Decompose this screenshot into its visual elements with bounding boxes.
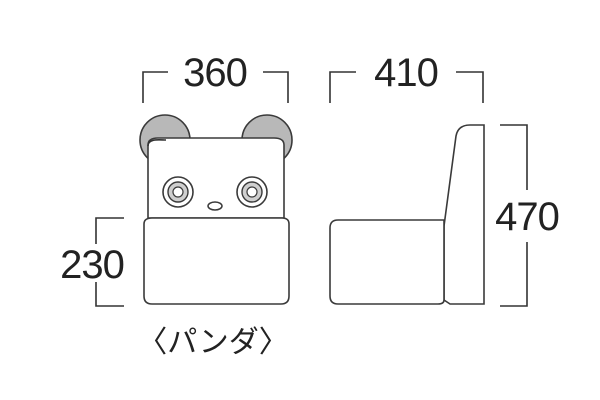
front-seat-height-label: 230 [60,243,124,287]
seat-height-bottom-bracket [95,282,124,307]
side-height-top-bracket [500,124,528,190]
side-seat-block [329,219,445,305]
side-depth-right-bracket [456,71,484,103]
front-seat-block [143,217,290,305]
side-view: 410 470 [329,51,560,307]
side-depth-left-bracket [329,71,356,103]
front-width-dimension: 360 [142,51,289,103]
seat-height-top-bracket [95,217,124,244]
side-height-bottom-bracket [500,242,528,307]
right-eye-icon [236,176,268,208]
front-view-caption: 〈パンダ〉 [137,325,289,360]
left-eye-icon [162,176,194,208]
side-height-label: 470 [495,195,559,239]
front-width-label: 360 [183,51,247,95]
side-backrest [443,124,485,305]
side-height-dimension: 470 [495,124,560,307]
nose-icon [207,201,223,211]
side-depth-dimension: 410 [329,51,484,103]
front-view: 360 230 〈パンダ〉 [60,51,293,360]
front-width-left-bracket [142,71,168,103]
front-seat-height-dimension: 230 [60,217,125,307]
side-depth-label: 410 [374,51,438,95]
front-width-right-bracket [263,71,289,103]
